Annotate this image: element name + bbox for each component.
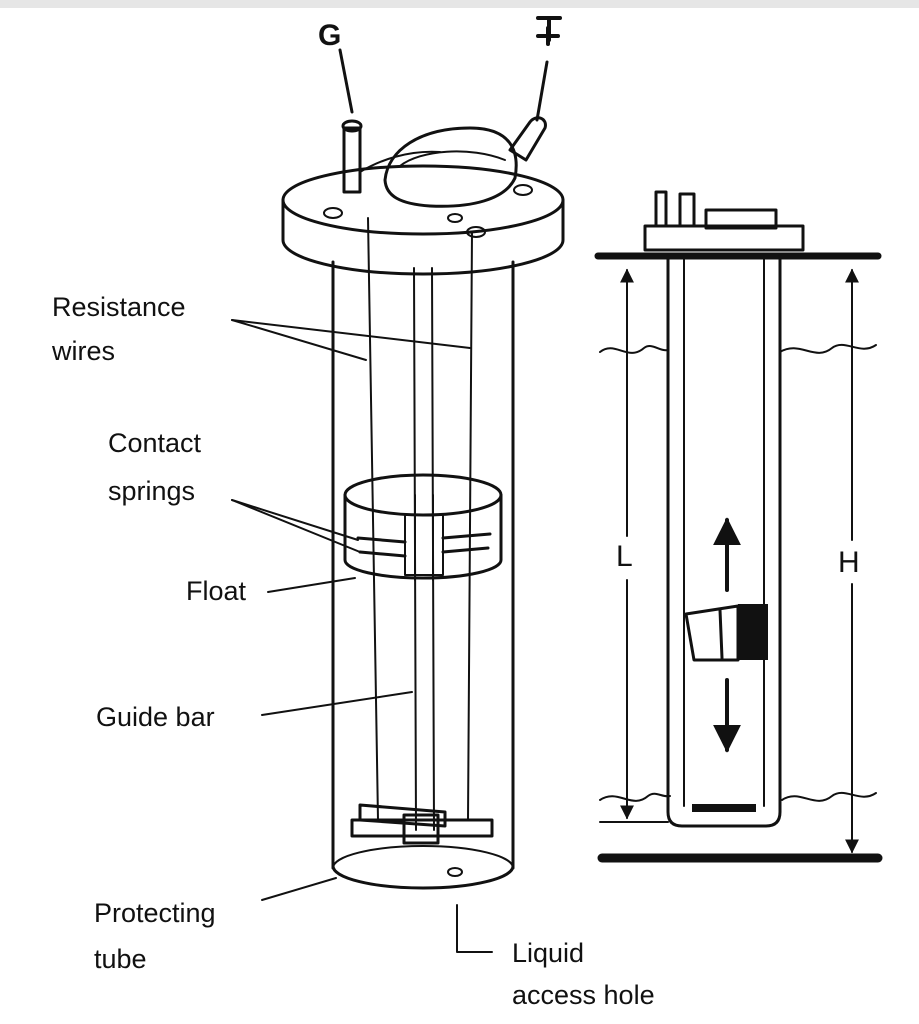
liquid-surface-left [599, 345, 669, 354]
protecting-tube-label-line1: Protecting [94, 898, 216, 928]
terminal-g-label: G [318, 19, 341, 52]
sensor-tube [666, 254, 782, 828]
labels: G T Resistance wires Contact springs Flo… [51, 19, 655, 1010]
bottom-wave-left [599, 792, 671, 802]
top-border [0, 0, 919, 8]
float-leader [267, 577, 356, 593]
contact-springs-leader-2 [231, 499, 361, 553]
protecting-tube-label-line2: tube [94, 944, 147, 974]
liquid-surface-right [779, 343, 877, 354]
dimension-h-label: H [838, 546, 860, 579]
dimension-l-label: L [616, 540, 633, 573]
protecting-tube [331, 260, 515, 890]
bottom-stop [350, 803, 494, 877]
dimension-h: H [838, 268, 860, 854]
liquid-access-hole-label-line2: access hole [512, 980, 655, 1010]
float-label: Float [186, 576, 247, 606]
resistance-wires-label-line1: Resistance [52, 292, 186, 322]
tube-float [684, 604, 768, 662]
cover-cap [359, 126, 518, 208]
resistance-wires-leader-2 [231, 319, 471, 349]
liquid-access-hole [447, 867, 463, 877]
guide-bar [413, 267, 435, 831]
liquid-access-hole-label-line1: Liquid [512, 938, 584, 968]
guide-bar-leader [261, 691, 413, 716]
resistance-wires-label-line2: wires [51, 336, 115, 366]
mounting-flange [281, 164, 565, 276]
bottom-wave-right [781, 791, 877, 802]
tank-cross-section: L H [594, 190, 883, 863]
dimension-l: L [616, 268, 634, 820]
contact-springs-label-line1: Contact [108, 428, 202, 458]
sensor-assembly [281, 26, 565, 890]
contact-springs-label-line2: springs [108, 476, 195, 506]
sensor-head [643, 190, 805, 252]
float [343, 473, 503, 581]
terminal-t-label-glyph [536, 16, 562, 42]
liquid-access-hole-leader [456, 904, 493, 953]
protecting-tube-leader [261, 877, 337, 901]
terminal-t-connector [508, 26, 560, 162]
guide-bar-label: Guide bar [96, 702, 215, 732]
contact-springs-leader-1 [231, 499, 359, 541]
resistance-wires-leader-1 [231, 319, 367, 361]
resistance-wires [367, 217, 473, 821]
terminal-g-post [338, 48, 363, 194]
